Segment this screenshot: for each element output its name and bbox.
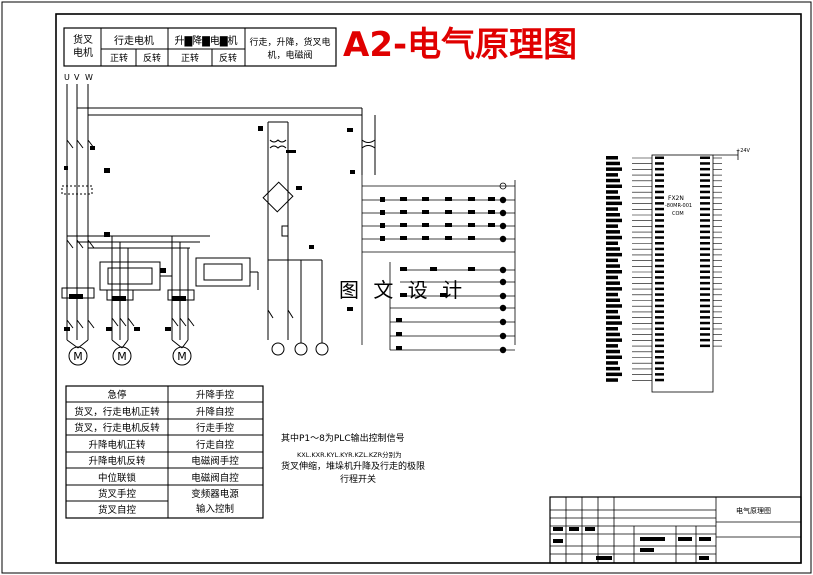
header-sub-3: 正转 <box>181 52 199 64</box>
header-cell-fork-motor: 货叉电机 <box>73 33 93 59</box>
watermark: 图 文 设 计 <box>339 278 466 302</box>
func-left-4: 升降电机反转 <box>88 455 146 467</box>
title-block-marks <box>553 527 711 560</box>
phase-label-u: U <box>64 73 70 82</box>
notes: 其中P1～8为PLC输出控制信号 KXL.KXR.KYL.KYR.KZL.KZR… <box>281 432 425 485</box>
title-block-name: 电气原理图 <box>736 506 771 515</box>
func-right-7: 输入控制 <box>196 503 234 515</box>
function-table-text: 急停 货叉，行走电机正转 货叉，行走电机反转 升降电机正转 升降电机反转 中位联… <box>74 389 239 516</box>
header-sub-2: 反转 <box>143 52 161 64</box>
func-right-5: 电磁阀自控 <box>191 472 239 484</box>
func-right-4: 电磁阀手控 <box>191 455 239 467</box>
plc-model-suffix: -80MR-001 <box>665 203 692 209</box>
motor-lift-label: M <box>177 350 187 363</box>
func-left-1: 货叉，行走电机正转 <box>74 406 160 418</box>
note-line-1: 其中P1～8为PLC输出控制信号 <box>281 432 405 444</box>
header-cell-all-motors: 行走，升降，货叉电机，电磁阀 <box>249 36 330 61</box>
func-left-3: 升降电机正转 <box>88 439 146 451</box>
header-sub-1: 正转 <box>110 52 128 64</box>
func-right-0: 升降手控 <box>196 389 235 401</box>
motor-fork-label: M <box>73 350 83 363</box>
title-block <box>549 496 802 564</box>
header-cell-travel-motor: 行走电机 <box>114 34 154 47</box>
func-right-1: 升降自控 <box>196 406 235 418</box>
func-left-5: 中位联锁 <box>98 472 137 484</box>
plc-supply-label: +24V <box>736 148 751 154</box>
plc-model-label: FX2N <box>668 195 684 202</box>
func-left-0: 急停 <box>107 389 127 401</box>
control-power-circuit <box>262 120 376 356</box>
func-left-7: 货叉自控 <box>98 504 137 516</box>
motor-fork <box>68 346 88 366</box>
func-left-2: 货叉，行走电机反转 <box>74 422 160 434</box>
header-cell-lift-motor: 升▇降▇电▇机 <box>174 34 237 47</box>
header-sub-4: 反转 <box>219 52 237 64</box>
header-table: 货叉电机 行走电机 升▇降▇电▇机 行走，升降，货叉电机，电磁阀 正转 反转 正… <box>63 27 337 67</box>
drawing-title: A2-电气原理图 <box>343 25 577 65</box>
motor-travel-label: M <box>117 350 127 363</box>
ladder-contacts <box>64 126 495 350</box>
function-table <box>65 385 264 519</box>
phase-label-v: V <box>74 73 80 82</box>
func-right-6: 变频器电源 <box>191 488 239 500</box>
ladder-coils <box>499 196 507 354</box>
note-line-2: KXL.KXR.KYL.KYR.KZL.KZR分别为 <box>297 450 402 459</box>
func-right-3: 行走自控 <box>196 439 235 451</box>
motor-travel <box>112 346 132 366</box>
power-circuit: U V W <box>61 73 376 366</box>
plc-pins <box>606 156 722 382</box>
note-line-3: 货叉伸缩，堆垛机升降及行走的极限 <box>281 460 425 472</box>
plc-block <box>651 150 739 393</box>
note-line-4: 行程开关 <box>340 473 376 485</box>
motor-lift <box>172 346 192 366</box>
phase-label-w: W <box>85 73 93 82</box>
inner-border <box>55 13 802 564</box>
func-right-2: 行走手控 <box>196 422 235 434</box>
plc-com-label: COM <box>672 211 684 217</box>
func-left-6: 货叉手控 <box>98 488 137 500</box>
